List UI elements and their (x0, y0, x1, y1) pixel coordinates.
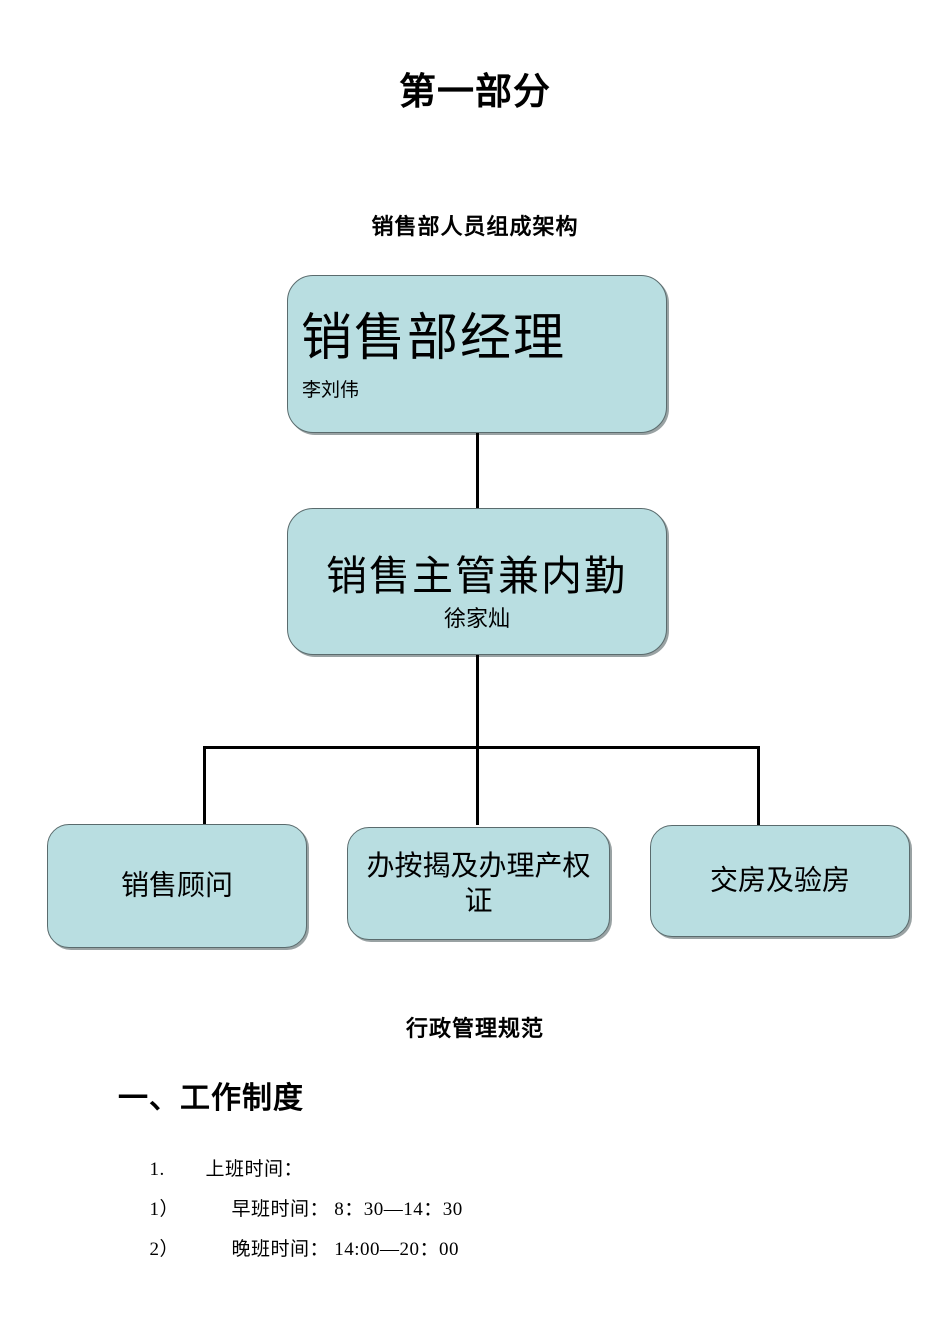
list-item-marker: 1. (149, 1159, 165, 1180)
connector-drop-consultant (203, 746, 206, 825)
org-node-supervisor-role: 销售主管兼内勤 (326, 553, 627, 599)
list-item-text: 晚班时间： 14:00—20：00 (231, 1239, 460, 1260)
org-node-manager-person: 李刘伟 (302, 380, 360, 401)
connector-manager-to-supervisor (476, 433, 479, 509)
page-title: 第一部分 (399, 72, 551, 113)
list-item-text: 上班时间： (205, 1159, 304, 1180)
org-node-handover: 交房及验房 (650, 825, 910, 937)
list-item-text: 早班时间： 8：30—14：30 (231, 1199, 463, 1220)
connector-supervisor-trunk (476, 655, 479, 748)
connector-drop-handover (757, 746, 760, 825)
list-item: 2） 晚班时间： 14:00—20：00 (118, 1221, 459, 1278)
org-node-handover-role: 交房及验房 (709, 865, 850, 897)
org-node-supervisor-person: 徐家灿 (443, 606, 510, 631)
list-item-marker: 1） (149, 1199, 180, 1220)
org-node-consultant: 销售顾问 (47, 824, 307, 948)
list-item: 1. 上班时间： (118, 1141, 303, 1198)
connector-drop-mortgage (476, 746, 479, 825)
list-item-marker: 2） (149, 1239, 180, 1260)
org-node-consultant-role: 销售顾问 (120, 870, 233, 902)
org-chart-heading: 销售部人员组成架构 (371, 214, 579, 239)
org-node-mortgage-role: 办按揭及办理产权证 (366, 850, 591, 917)
org-node-mortgage: 办按揭及办理产权证 (347, 827, 610, 940)
org-node-supervisor: 销售主管兼内勤 徐家灿 (287, 508, 667, 655)
admin-management-heading: 行政管理规范 (405, 1016, 544, 1041)
org-node-manager-role: 销售部经理 (301, 311, 567, 367)
work-system-heading: 一、工作制度 (118, 1082, 304, 1115)
org-node-manager: 销售部经理 李刘伟 (287, 275, 667, 433)
list-item: 1） 早班时间： 8：30—14：30 (118, 1181, 463, 1238)
connector-horizontal-bar (203, 746, 760, 749)
